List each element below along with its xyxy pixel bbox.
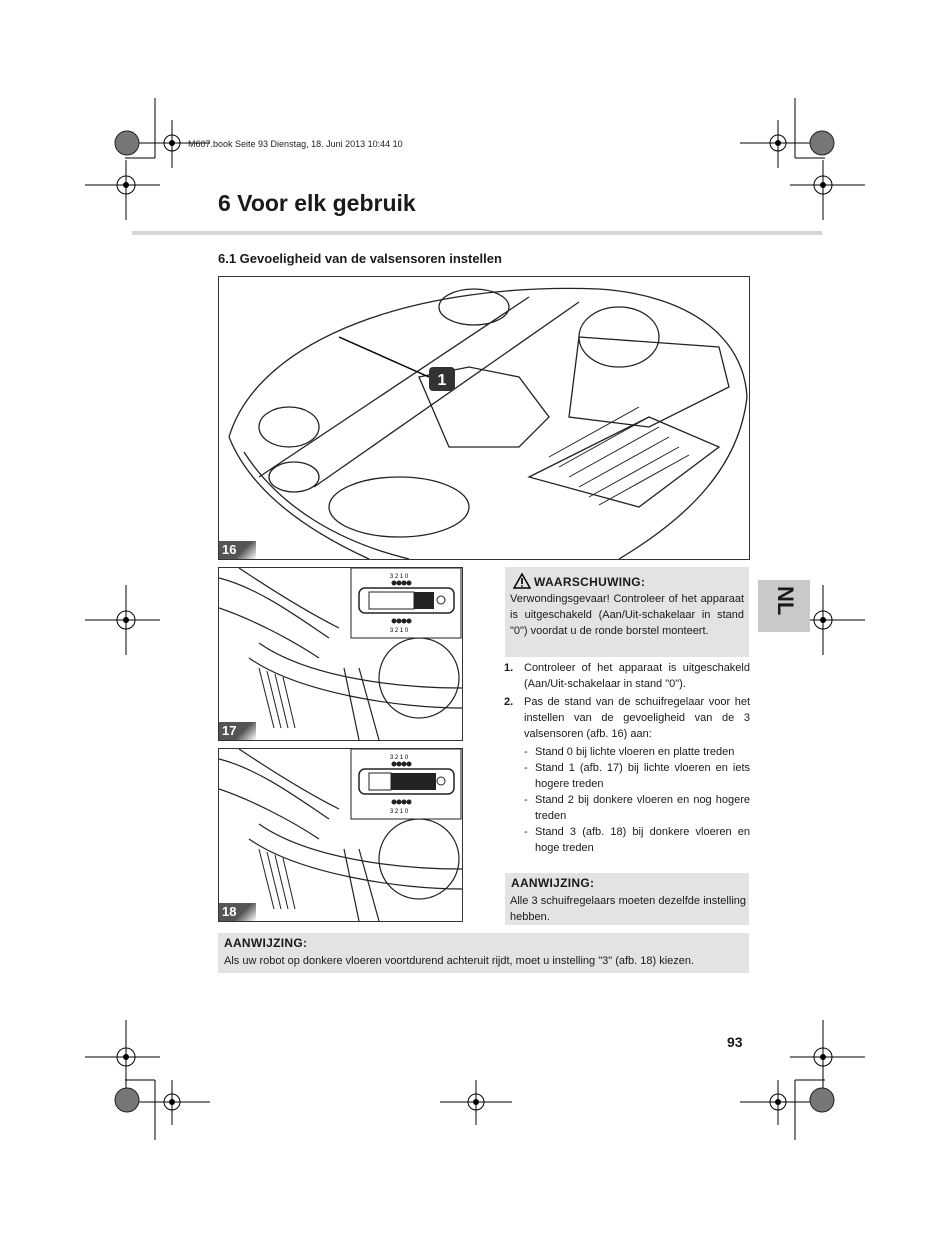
figure-16-robot-underside: 1 16	[218, 276, 750, 560]
warning-triangle-icon	[513, 573, 531, 589]
warning-text: Verwondingsgevaar! Controleer of het app…	[510, 593, 744, 637]
note-text: Alle 3 schuifregelaars moeten dezelfde i…	[510, 895, 746, 923]
robot-underside-illustration: 1	[228, 287, 748, 559]
step-number: 1.	[504, 662, 514, 674]
step-text: Controleer of het apparaat is uitgeschak…	[524, 662, 750, 690]
note-title: AANWIJZING:	[511, 876, 595, 890]
section-title: 6.1 Gevoeligheid van de valsensoren inst…	[218, 251, 502, 266]
figure-18-slider-position-3: 3 2 1 0 3 2 1 0 18	[218, 748, 463, 922]
sub-item: -Stand 0 bij lichte vloeren en platte tr…	[524, 746, 735, 758]
scale-bottom: 3 2 1 0	[390, 809, 409, 815]
sub-item: -Stand 3 (afb. 18) bij donkere vloeren e…	[524, 826, 750, 854]
warning-title: WAARSCHUWING:	[534, 575, 646, 589]
sub-item-text: Stand 0 bij lichte vloeren en platte tre…	[535, 746, 735, 758]
figure-number: 16	[219, 541, 256, 559]
sub-item-text: Stand 2 bij donkere vloeren en nog hoger…	[535, 794, 750, 822]
step-text: Pas de stand van de schuifregelaar voor …	[524, 696, 750, 740]
language-label: NL	[773, 586, 798, 616]
scale-bottom: 3 2 1 0	[390, 628, 409, 634]
figure-number: 17	[219, 722, 256, 740]
scale-top: 3 2 1 0	[390, 755, 409, 761]
note-text: Als uw robot op donkere vloeren voortdur…	[224, 955, 695, 967]
slider-position-3-illustration: 3 2 1 0 3 2 1 0	[219, 749, 462, 921]
step-2: 2. Pas de stand van de schuifregelaar vo…	[504, 694, 750, 742]
note-box-dark-floors: AANWIJZING: Als uw robot op donkere vloe…	[218, 933, 749, 973]
print-header: M607.book Seite 93 Dienstag, 18. Juni 20…	[188, 139, 403, 149]
sub-item: -Stand 1 (afb. 17) bij lichte vloeren en…	[524, 762, 750, 790]
warning-heading: WAARSCHUWING:	[513, 573, 645, 589]
note-title: AANWIJZING:	[224, 936, 308, 950]
figure-number: 18	[219, 903, 256, 921]
sub-item: -Stand 2 bij donkere vloeren en nog hoge…	[524, 794, 750, 822]
warning-box: WAARSCHUWING: Verwondingsgevaar! Control…	[505, 567, 749, 657]
chapter-title: 6 Voor elk gebruik	[218, 190, 416, 216]
callout-number: 1	[438, 372, 447, 389]
note-box-sliders: AANWIJZING: Alle 3 schuifregelaars moete…	[505, 873, 749, 925]
chapter-divider	[132, 231, 822, 235]
step-1: 1. Controleer of het apparaat is uitgesc…	[504, 660, 750, 692]
scale-top: 3 2 1 0	[390, 574, 409, 580]
slider-position-1-illustration: 3 2 1 0 3 2 1 0	[219, 568, 462, 740]
sub-item-text: Stand 1 (afb. 17) bij lichte vloeren en …	[535, 762, 750, 790]
instruction-steps: 1. Controleer of het apparaat is uitgesc…	[504, 660, 750, 856]
callout-box	[429, 367, 455, 391]
step-number: 2.	[504, 696, 514, 708]
sub-item-text: Stand 3 (afb. 18) bij donkere vloeren en…	[535, 826, 750, 854]
figure-17-slider-position-1: 3 2 1 0 3 2 1 0 17	[218, 567, 463, 741]
language-tab: NL	[758, 580, 810, 632]
page-number: 93	[727, 1034, 743, 1050]
